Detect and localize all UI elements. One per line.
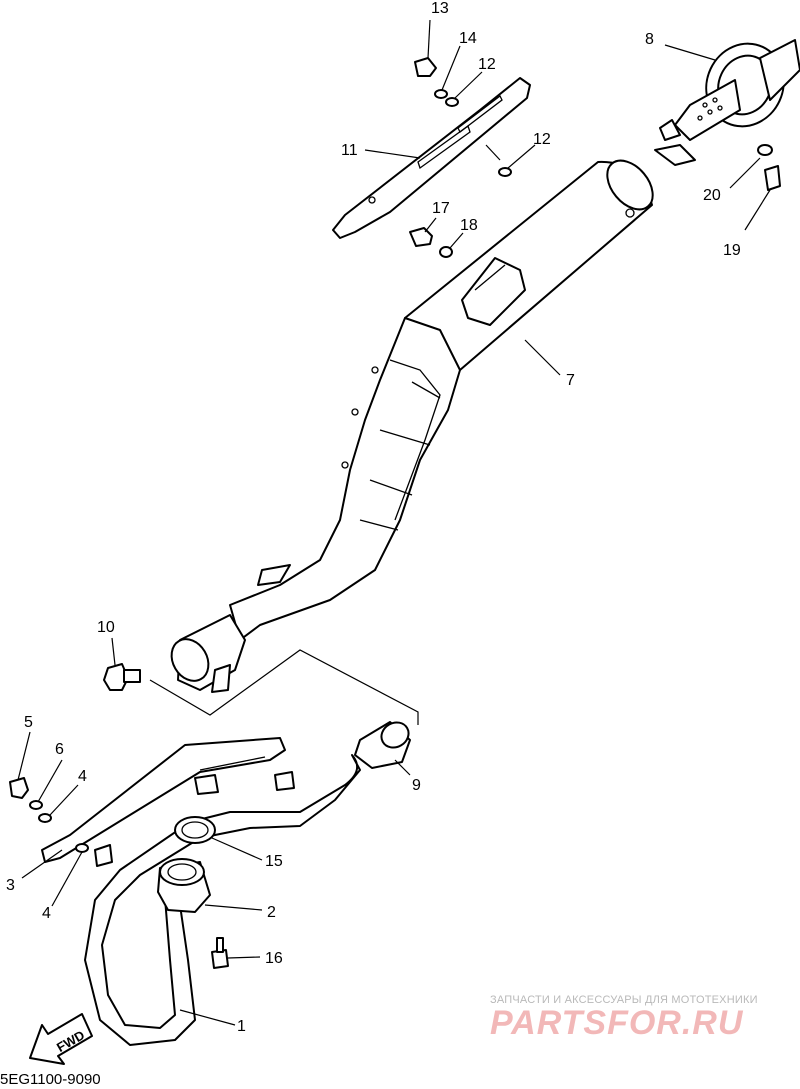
- part-3-heat-protector: [41, 737, 286, 863]
- callout-11: 11: [341, 142, 358, 159]
- callout-2: 2: [267, 904, 276, 921]
- callout-1: 1: [237, 1018, 246, 1035]
- callout-15: 15: [265, 853, 283, 870]
- watermark-brand: PARTSFOR.RU: [490, 1004, 744, 1042]
- callout-16: 16: [265, 950, 283, 967]
- callout-20: 20: [703, 187, 721, 204]
- part-1-exhaust-pipe: [84, 754, 361, 1046]
- callout-19: 19: [723, 242, 741, 259]
- part-7-muffler: [229, 159, 654, 641]
- watermark-subtitle: ЗАПЧАСТИ И АКСЕССУАРЫ ДЛЯ МОТОТЕХНИКИ: [490, 994, 758, 1006]
- callout-3: 3: [6, 877, 15, 894]
- callout-4-upper: 4: [78, 768, 87, 785]
- muffler-inlet-clamp: [170, 614, 246, 693]
- callout-5: 5: [24, 714, 33, 731]
- callout-6: 6: [55, 741, 64, 758]
- fwd-arrow: FWD: [29, 1013, 93, 1065]
- leader-lines: [17, 19, 771, 1026]
- part-10-bolt: [103, 663, 141, 691]
- part-2-flange: [157, 858, 211, 913]
- callout-18: 18: [460, 217, 478, 234]
- callout-13: 13: [431, 0, 449, 17]
- hardware: [9, 57, 781, 969]
- callout-labels: 1 2 3 4 4 5 6 7 8 9 10 11 12 12 13 14 15…: [6, 0, 741, 1035]
- part-11-protector-bracket: [332, 77, 531, 239]
- callout-4-lower: 4: [42, 905, 51, 922]
- drawing-code: 5EG1100-9090: [0, 1071, 101, 1088]
- callout-10: 10: [97, 619, 115, 636]
- callout-12-lower: 12: [533, 131, 551, 148]
- part-15-gasket: [174, 816, 216, 844]
- callout-8: 8: [645, 31, 654, 48]
- callout-12-upper: 12: [478, 56, 496, 73]
- callout-14: 14: [459, 30, 477, 47]
- part-8-end-cap: [654, 39, 800, 166]
- part-9-gasket: [354, 721, 411, 769]
- callout-9: 9: [412, 777, 421, 794]
- callout-7: 7: [566, 372, 575, 389]
- callout-17: 17: [432, 200, 450, 217]
